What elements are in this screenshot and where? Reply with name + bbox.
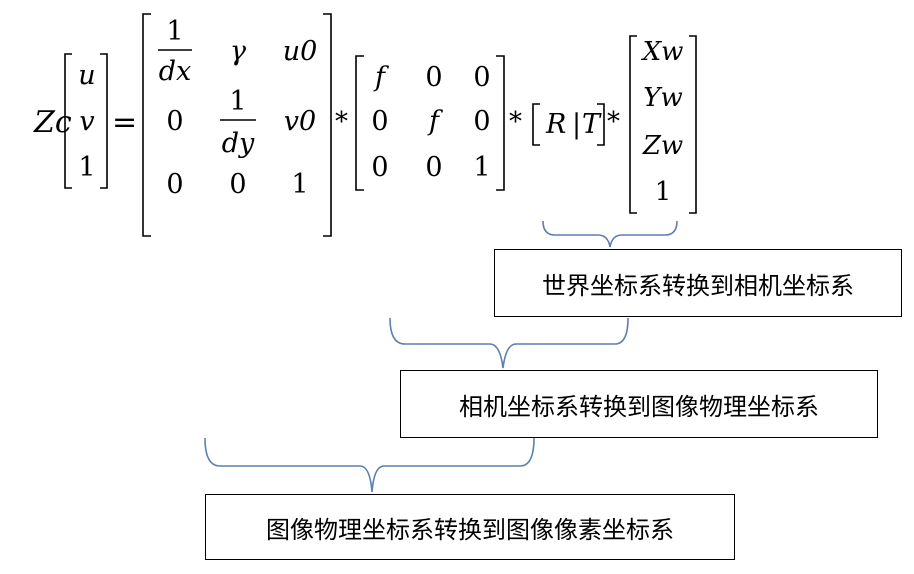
intrinsic-r2-c1: 0 bbox=[166, 106, 183, 137]
rt-left-bracket bbox=[532, 103, 540, 146]
focal-r2-c3: 0 bbox=[473, 106, 490, 137]
focal-r2-c2: f bbox=[427, 106, 443, 137]
intrinsic-u0: u0 bbox=[283, 36, 318, 67]
focal-r3-c3: 1 bbox=[473, 152, 490, 183]
focal-entries: f 0 0 0 f 0 0 0 1 bbox=[371, 62, 490, 183]
multiply-sign-2: * bbox=[509, 107, 522, 137]
intrinsic-gamma: γ bbox=[230, 36, 247, 67]
scale-factor-zc: Zc bbox=[33, 105, 72, 140]
world-left-bracket bbox=[629, 35, 637, 214]
intrinsic-v0: v0 bbox=[284, 106, 316, 137]
rt-right-bracket bbox=[597, 103, 605, 146]
pixel-v: v bbox=[79, 106, 94, 137]
pixel-u: u bbox=[78, 60, 95, 91]
intrinsic-r1-frac-num: 1 bbox=[166, 16, 183, 47]
label-camera-to-image: 相机坐标系转换到图像物理坐标系 bbox=[400, 370, 878, 438]
world-xw: Xw bbox=[641, 37, 684, 67]
focal-r1-c1: f bbox=[373, 62, 389, 93]
rotation-r: R bbox=[545, 109, 566, 140]
focal-r1-c2: 0 bbox=[425, 62, 442, 93]
intrinsic-r3-c2: 0 bbox=[229, 169, 246, 200]
world-zw: Zw bbox=[642, 131, 683, 161]
world-one: 1 bbox=[655, 177, 672, 207]
focal-left-bracket bbox=[355, 55, 364, 191]
pixel-one: 1 bbox=[78, 152, 95, 183]
focal-r3-c2: 0 bbox=[425, 152, 442, 183]
focal-r1-c3: 0 bbox=[473, 62, 490, 93]
translation-t: T bbox=[582, 109, 602, 140]
intrinsic-r2-frac-num: 1 bbox=[229, 86, 246, 117]
intrinsic-r3-c1: 0 bbox=[166, 169, 183, 200]
brace-extrinsic bbox=[542, 220, 678, 248]
world-right-bracket bbox=[689, 35, 697, 214]
intrinsic-right-bracket bbox=[323, 13, 332, 237]
focal-r2-c1: 0 bbox=[371, 106, 388, 137]
lhs-right-bracket bbox=[100, 53, 108, 189]
intrinsic-r1-frac-den: dx bbox=[159, 56, 192, 87]
world-yw: Yw bbox=[643, 83, 682, 113]
multiply-sign-1: * bbox=[335, 107, 348, 137]
intrinsic-r2-frac-den: dy bbox=[222, 128, 255, 159]
lhs-left-bracket bbox=[64, 53, 72, 189]
brace-intrinsic bbox=[204, 437, 535, 493]
equals-sign: = bbox=[112, 105, 137, 140]
focal-right-bracket bbox=[496, 55, 505, 191]
focal-r3-c1: 0 bbox=[371, 152, 388, 183]
intrinsic-left-bracket bbox=[142, 13, 151, 237]
brace-focal bbox=[389, 317, 629, 369]
label-world-to-camera: 世界坐标系转换到相机坐标系 bbox=[494, 249, 902, 317]
intrinsic-r3-c3: 1 bbox=[291, 169, 308, 200]
rt-separator: | bbox=[572, 109, 581, 140]
multiply-sign-3: * bbox=[607, 107, 620, 137]
label-image-to-pixel: 图像物理坐标系转换到图像像素坐标系 bbox=[205, 494, 735, 560]
